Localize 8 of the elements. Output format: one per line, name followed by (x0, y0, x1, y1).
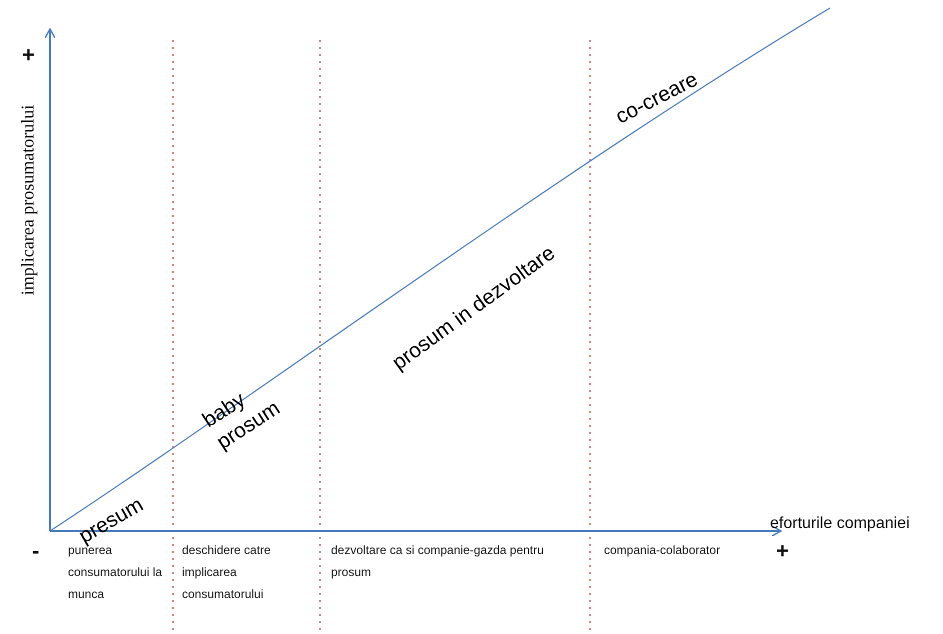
column-text: compania-colaborator (604, 542, 722, 559)
column-text: deschidere catre implicarea consumatorului (182, 542, 272, 603)
axis-label: implicarea prosumatorului (18, 104, 38, 296)
axis-sign: + (22, 42, 35, 68)
axis-sign: + (776, 538, 789, 564)
axis-label: eforturile companiei (770, 515, 910, 533)
axis-sign: - (32, 538, 40, 564)
column-text: dezvoltare ca si companie-gazda pentru prosum (331, 542, 545, 581)
